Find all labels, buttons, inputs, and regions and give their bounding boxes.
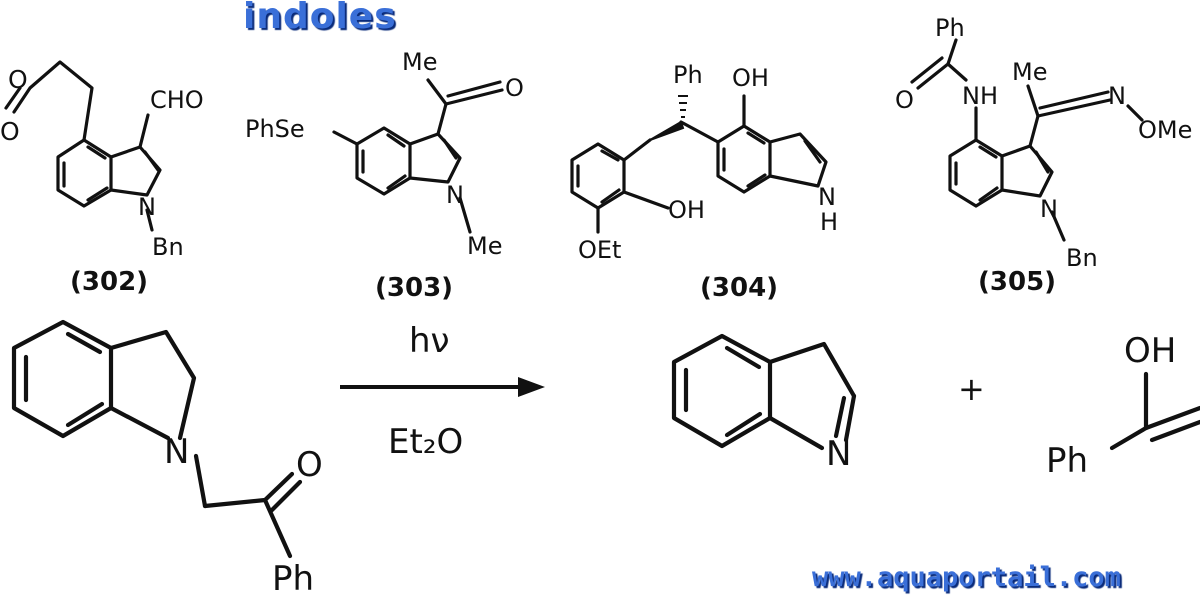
- nh-nitrogen-label: N: [818, 183, 836, 211]
- phenyl-label: Ph: [1046, 441, 1088, 481]
- aldehyde-o-label-2: O: [0, 117, 20, 146]
- enol-bonds: [1109, 371, 1200, 451]
- compound-number: (305): [978, 267, 1056, 297]
- hydroxyl-label: OH: [668, 196, 705, 224]
- figure-title: indoles: [243, 0, 397, 37]
- benzyl-label: Bn: [152, 233, 184, 261]
- condition-solvent: Et₂O: [388, 422, 463, 462]
- compound-302: O O CHO N Bn (302): [0, 60, 204, 297]
- oxygen-label: O: [505, 74, 524, 102]
- product-bonds: [671, 333, 857, 451]
- compound-305: Ph O NH Me N OMe N Bn (305): [895, 14, 1192, 297]
- compound-302-bonds: [4, 60, 162, 232]
- nitrogen-label: N: [1040, 195, 1058, 223]
- hydroxyl-label: OH: [732, 64, 769, 92]
- phenyl-label: Ph: [272, 559, 314, 599]
- plus-sign: +: [958, 370, 985, 408]
- oxime-n-label: N: [1108, 82, 1126, 110]
- reactant-bonds: [11, 319, 303, 559]
- n-methyl-label: Me: [467, 232, 502, 260]
- compound-number: (304): [700, 273, 778, 303]
- nh-hydrogen-label: H: [820, 208, 838, 236]
- methoxy-label: OMe: [1138, 116, 1192, 144]
- hydroxyl-label: OH: [1124, 331, 1176, 371]
- compound-303-bonds: [332, 78, 504, 234]
- compound-303: Me O PhSe N Me (303): [245, 48, 524, 303]
- compound-number: (302): [70, 267, 148, 297]
- compound-304-bonds: [570, 94, 828, 234]
- carbonyl-o-label: O: [895, 86, 914, 114]
- imine-nitrogen-label: N: [826, 434, 851, 474]
- stereo-bonds: [649, 95, 688, 141]
- nitrogen-label: N: [138, 193, 156, 221]
- phse-label: PhSe: [245, 115, 305, 143]
- methyl-label: Me: [1012, 58, 1047, 86]
- aldehyde-o-label: O: [8, 65, 28, 94]
- condition-light: hν: [409, 321, 450, 361]
- phenyl-label: Ph: [673, 61, 703, 89]
- oxygen-label: O: [296, 445, 323, 485]
- ethoxy-label: OEt: [578, 236, 621, 264]
- reaction-arrow: hν Et₂O: [340, 321, 545, 462]
- phenyl-label: Ph: [935, 14, 965, 42]
- nitrogen-label: N: [164, 432, 189, 472]
- product-enol: OH Ph: [1046, 331, 1200, 481]
- compound-304: Ph OH OH OEt N H (304): [570, 61, 838, 303]
- cho-label: CHO: [150, 86, 204, 114]
- product-3h-indole: N: [671, 333, 857, 474]
- nitrogen-label: N: [446, 181, 464, 209]
- benzyl-label: Bn: [1066, 244, 1098, 272]
- amide-nh-label: NH: [962, 82, 998, 110]
- compound-305-bonds: [910, 38, 1144, 242]
- reactant-n-phenacylindoline: N O Ph: [11, 319, 323, 599]
- compound-number: (303): [375, 273, 453, 303]
- watermark: www.aquaportail.com: [812, 562, 1121, 593]
- methyl-label: Me: [402, 48, 437, 76]
